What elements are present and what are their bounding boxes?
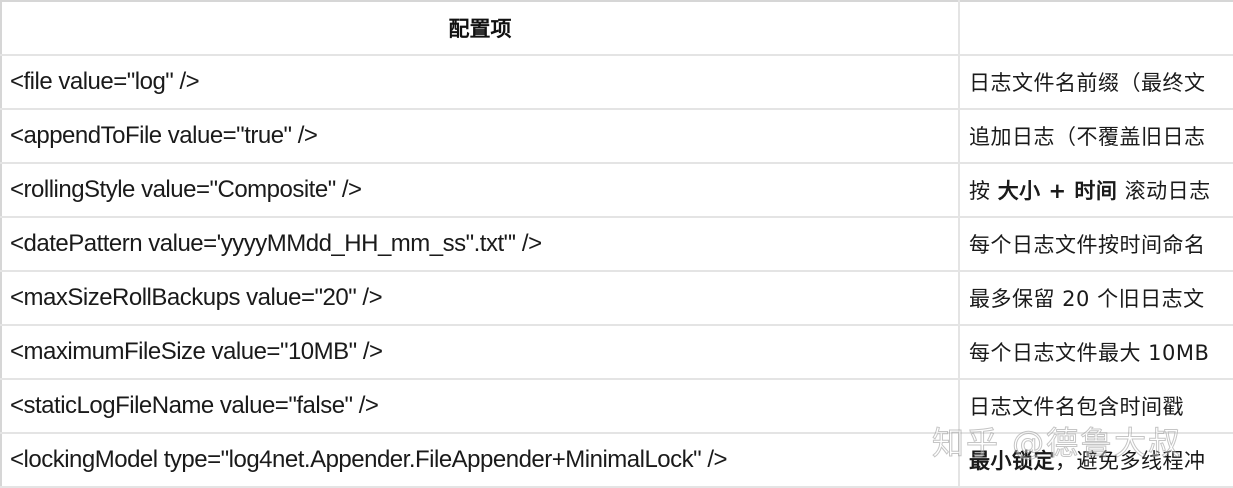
description-text: 按 xyxy=(969,179,998,203)
description-cell: 按 大小 + 时间 滚动日志 xyxy=(959,163,1233,218)
table-row: <appendToFile value="true" /> 追加日志（不覆盖旧日… xyxy=(1,109,1233,164)
description-text: ，避免多线程冲 xyxy=(1055,449,1206,473)
config-cell: <staticLogFileName value="false" /> xyxy=(1,379,960,434)
description-emphasis: 大小 + 时间 xyxy=(997,179,1118,203)
table-row: <maximumFileSize value="10MB" /> 每个日志文件最… xyxy=(1,325,1233,380)
config-cell: <appendToFile value="true" /> xyxy=(1,109,960,164)
description-cell: 日志文件名包含时间戳 xyxy=(959,379,1233,434)
description-text: 每个日志文件按时间命名 xyxy=(969,233,1206,257)
table-row: <maxSizeRollBackups value="20" /> 最多保留 2… xyxy=(1,271,1233,326)
description-cell: 每个日志文件最大 10MB xyxy=(959,325,1233,380)
config-cell: <datePattern value='yyyyMMdd_HH_mm_ss".t… xyxy=(1,217,960,272)
header-config-item: 配置项 xyxy=(1,1,960,56)
description-cell: 最小锁定，避免多线程冲 xyxy=(959,433,1233,488)
description-text: 日志文件名包含时间戳 xyxy=(969,395,1184,419)
header-row: 配置项 xyxy=(1,1,1233,56)
table-row: <file value="log" /> 日志文件名前缀（最终文 xyxy=(1,55,1233,110)
description-text: 最多保留 20 个旧日志文 xyxy=(969,287,1205,311)
description-text: 追加日志（不覆盖旧日志 xyxy=(969,125,1206,149)
description-text: 滚动日志 xyxy=(1117,179,1211,203)
description-cell: 日志文件名前缀（最终文 xyxy=(959,55,1233,110)
description-cell: 最多保留 20 个旧日志文 xyxy=(959,271,1233,326)
table-row: <staticLogFileName value="false" /> 日志文件… xyxy=(1,379,1233,434)
description-text: 日志文件名前缀（最终文 xyxy=(969,71,1206,95)
description-cell: 追加日志（不覆盖旧日志 xyxy=(959,109,1233,164)
config-cell: <lockingModel type="log4net.Appender.Fil… xyxy=(1,433,960,488)
header-description xyxy=(959,1,1233,56)
description-text: 每个日志文件最大 10MB xyxy=(969,341,1210,365)
description-emphasis: 最小锁定 xyxy=(969,449,1055,473)
config-cell: <file value="log" /> xyxy=(1,55,960,110)
table-row: <lockingModel type="log4net.Appender.Fil… xyxy=(1,433,1233,488)
description-cell: 每个日志文件按时间命名 xyxy=(959,217,1233,272)
config-cell: <maxSizeRollBackups value="20" /> xyxy=(1,271,960,326)
config-cell: <rollingStyle value="Composite" /> xyxy=(1,163,960,218)
config-cell: <maximumFileSize value="10MB" /> xyxy=(1,325,960,380)
table-row: <rollingStyle value="Composite" /> 按 大小 … xyxy=(1,163,1233,218)
table-row: <datePattern value='yyyyMMdd_HH_mm_ss".t… xyxy=(1,217,1233,272)
